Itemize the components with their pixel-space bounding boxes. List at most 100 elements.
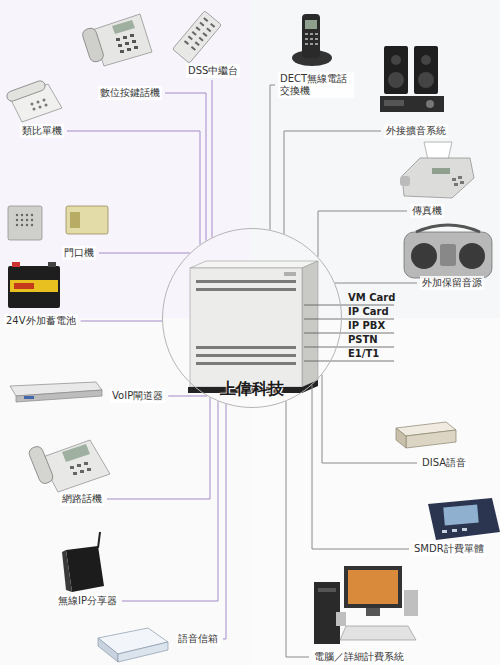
connector-line bbox=[107, 398, 210, 499]
card-name: IP PBX bbox=[348, 320, 385, 331]
speaker-system-icon-part bbox=[384, 100, 404, 106]
card-name: IP Card bbox=[348, 306, 389, 317]
battery-icon-part bbox=[48, 262, 56, 267]
wireless-router-icon-part bbox=[66, 546, 104, 592]
connector-line bbox=[286, 401, 309, 657]
disa-unit-icon-part bbox=[406, 430, 456, 448]
device-label: 無線IP分享器 bbox=[56, 594, 119, 608]
digital-phone-icon-part-part bbox=[123, 36, 127, 39]
device-label: 語音信箱 bbox=[176, 632, 220, 646]
device-label: 24V外加蓄電池 bbox=[4, 314, 78, 328]
device-label: 類比單機 bbox=[20, 124, 64, 138]
boombox-icon-part bbox=[459, 243, 485, 269]
connector-line bbox=[284, 131, 381, 234]
analog-phone-icon-part-part bbox=[33, 108, 36, 111]
speaker-system-icon-part bbox=[418, 72, 434, 88]
connector-line bbox=[312, 385, 409, 549]
door-phone-icon-part-part bbox=[21, 214, 23, 216]
device-label: DECT無線電話 交換機 bbox=[278, 72, 354, 98]
dect-phone-icon-part-part bbox=[305, 33, 308, 35]
door-phone-icon-part-part bbox=[21, 219, 23, 221]
fax-machine-icon-part bbox=[402, 158, 474, 198]
computer-icon bbox=[314, 566, 418, 644]
door-phone-icon-part bbox=[8, 206, 42, 240]
device-label: DSS中繼台 bbox=[186, 64, 240, 78]
network-phone-icon-part-part bbox=[70, 466, 74, 469]
dss-console-icon-part-part bbox=[203, 17, 208, 22]
connector-line bbox=[67, 131, 200, 245]
fax-machine-icon-part-part bbox=[460, 181, 464, 184]
connector-line bbox=[223, 404, 226, 639]
device-name: SMDR計費單體 bbox=[414, 543, 484, 554]
card-name: VM Card bbox=[348, 292, 395, 303]
dss-console-icon-part bbox=[173, 11, 222, 63]
door-phone-icon-part-part bbox=[21, 224, 23, 226]
dss-console-icon-part-part bbox=[202, 32, 207, 37]
network-phone-icon-part-part bbox=[73, 472, 77, 475]
connector-line bbox=[270, 85, 275, 230]
network-phone-icon-part-part bbox=[84, 462, 88, 465]
device-name: 外加保留音源 bbox=[422, 277, 482, 288]
pbx-cabinet-part bbox=[196, 288, 296, 291]
device-name: DSS中繼台 bbox=[188, 65, 238, 76]
digital-phone-icon-part-part bbox=[134, 46, 138, 49]
fax-machine-icon bbox=[400, 142, 474, 198]
device-name: 網路話機 bbox=[62, 493, 102, 504]
connector-line bbox=[168, 396, 207, 397]
device-label: VoIP閘道器 bbox=[110, 389, 165, 403]
device-label: 外接擴音系統 bbox=[384, 124, 448, 138]
dss-console-icon bbox=[173, 11, 222, 63]
device-name: 傳真機 bbox=[412, 205, 442, 216]
digital-phone-icon-part-part bbox=[127, 48, 131, 51]
boombox-icon-part bbox=[411, 243, 437, 269]
door-phone-icon bbox=[8, 206, 108, 240]
digital-phone-icon bbox=[81, 14, 152, 66]
dss-console-icon-part-part bbox=[195, 26, 200, 31]
device-name: 語音信箱 bbox=[178, 633, 218, 644]
boombox-icon-part bbox=[440, 244, 456, 266]
computer-icon-part bbox=[318, 588, 336, 592]
door-phone-icon-part-part bbox=[16, 219, 18, 221]
card-label: PSTN bbox=[348, 334, 378, 346]
dect-phone-icon-part-part bbox=[305, 38, 308, 40]
device-label: 門口機 bbox=[62, 246, 96, 260]
pbx-cabinet bbox=[188, 261, 318, 393]
door-phone-icon-part-part bbox=[26, 214, 28, 216]
dss-console-icon-part-part bbox=[199, 22, 204, 27]
voicemail-box-icon-part bbox=[98, 638, 118, 662]
analog-phone-icon-part-part bbox=[37, 101, 40, 104]
speaker-system-icon-part bbox=[380, 96, 444, 112]
door-phone-icon-part-part bbox=[26, 224, 28, 226]
speaker-system-icon-part bbox=[421, 55, 431, 65]
card-label: E1/T1 bbox=[348, 348, 379, 360]
dect-phone-icon-part-part bbox=[310, 38, 313, 40]
device-label: 外加保留音源 bbox=[420, 276, 484, 290]
battery-icon-part bbox=[8, 266, 60, 308]
pbx-cabinet-part bbox=[196, 362, 296, 365]
dect-phone-icon-part bbox=[302, 14, 320, 58]
computer-icon-part bbox=[348, 570, 398, 604]
connector-line bbox=[81, 321, 163, 322]
digital-phone-icon-part-part bbox=[132, 40, 136, 43]
fax-machine-icon-part-part bbox=[454, 183, 458, 186]
network-phone-icon-part-part bbox=[77, 464, 81, 467]
smdr-unit-icon-part bbox=[443, 505, 478, 526]
device-name: 電腦／詳細計費系統 bbox=[314, 651, 404, 662]
device-label: 電腦／詳細計費系統 bbox=[312, 650, 406, 664]
voip-gateway-icon bbox=[10, 382, 102, 402]
network-phone-icon-part bbox=[27, 445, 54, 485]
digital-phone-icon-part-part bbox=[118, 44, 122, 47]
pbx-cabinet-part bbox=[196, 354, 296, 357]
wireless-router-icon bbox=[62, 532, 104, 592]
network-phone-icon-part bbox=[40, 440, 110, 492]
pbx-cabinet-part bbox=[196, 280, 296, 283]
digital-phone-icon-part bbox=[116, 34, 138, 53]
speaker-system-icon bbox=[380, 46, 444, 112]
pbx-cabinet-part bbox=[196, 346, 296, 349]
card-underline-part bbox=[304, 347, 394, 348]
dect-phone-icon-part-part bbox=[310, 33, 313, 35]
